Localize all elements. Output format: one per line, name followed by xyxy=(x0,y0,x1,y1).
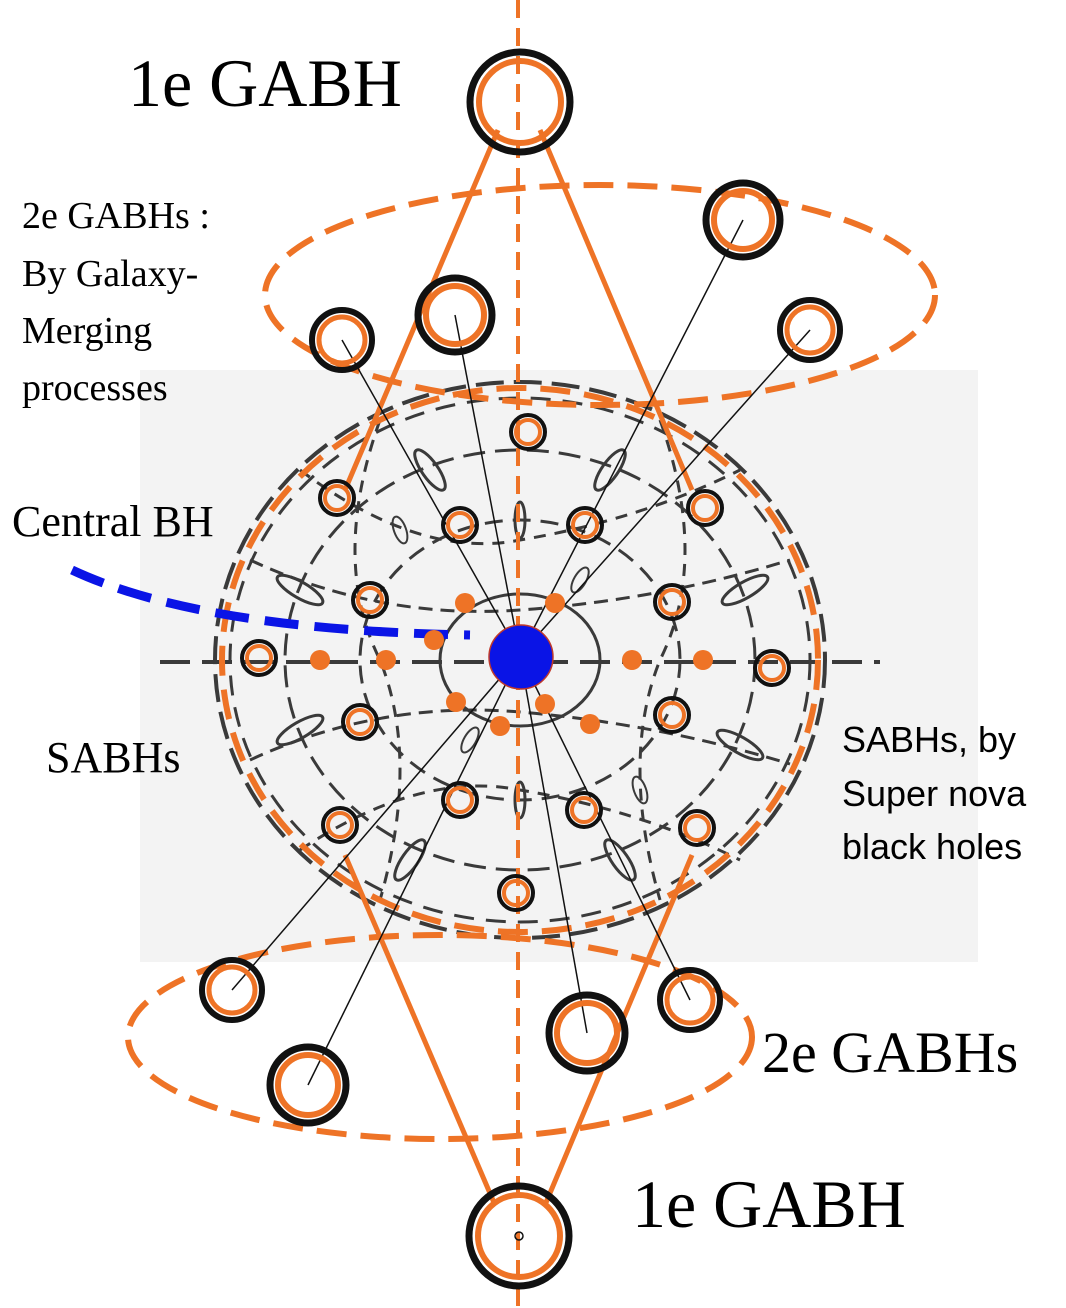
primary-gabhs xyxy=(465,48,574,1290)
sabh xyxy=(565,791,603,829)
sabh xyxy=(441,506,479,544)
sabhs-right-line-2: Super nova xyxy=(842,773,1027,814)
galaxy-sketch-panel xyxy=(140,370,978,962)
sabh xyxy=(321,806,359,844)
bottom-primary-label: 1e GABH xyxy=(632,1166,906,1242)
top-primary-label: 1e GABH xyxy=(128,45,402,121)
sabh xyxy=(497,874,535,912)
connector-lines xyxy=(231,219,811,1086)
sabh xyxy=(686,489,724,527)
upper-gabh-1 xyxy=(309,307,375,373)
upper-gabh-4 xyxy=(777,297,843,363)
galaxy-boundary-ellipse xyxy=(219,385,821,935)
secondary-gabhs xyxy=(199,179,843,1127)
sabh xyxy=(509,413,547,451)
central-black-hole xyxy=(488,624,554,690)
sabh xyxy=(753,649,791,687)
upper-secondary-line-4: processes xyxy=(22,367,168,409)
lower-gabh-4 xyxy=(657,967,723,1033)
lower-gabh-1 xyxy=(199,957,265,1023)
sabhs xyxy=(240,413,791,912)
lower-gabh-3 xyxy=(545,991,629,1075)
sabh xyxy=(318,479,356,517)
upper-gabh-3 xyxy=(702,179,784,261)
bottom-primary-gabh xyxy=(465,1182,573,1290)
top-primary-gabh xyxy=(466,48,574,156)
upper-secondary-ellipse xyxy=(262,182,938,408)
sabh xyxy=(678,809,716,847)
sabhs-right-line-1: SABHs, by xyxy=(842,719,1016,760)
upper-gabh-2 xyxy=(414,274,496,356)
sabh xyxy=(240,639,278,677)
central-bh-label: Central BH xyxy=(12,497,214,546)
sabhs-right-label: SABHs, by Super nova black holes xyxy=(842,719,1027,867)
lower-secondary-label: 2e GABHs xyxy=(762,1020,1018,1085)
sabhs-left-label: SABHs xyxy=(46,733,181,782)
upper-secondary-line-3: Merging xyxy=(22,310,152,352)
lower-secondary-ellipse xyxy=(125,932,755,1142)
sabh xyxy=(441,781,479,819)
sabh xyxy=(653,583,691,621)
sabh xyxy=(566,506,604,544)
inner-orange-dots xyxy=(310,593,713,736)
lower-gabh-2 xyxy=(266,1043,350,1127)
sabh xyxy=(351,581,389,619)
upper-secondary-line-2: By Galaxy- xyxy=(22,253,198,295)
upper-secondary-label: 2e GABHs : By Galaxy- Merging processes xyxy=(22,195,210,409)
upper-secondary-line-1: 2e GABHs : xyxy=(22,195,210,237)
sabh xyxy=(653,696,691,734)
central-bh-pointer xyxy=(70,565,471,640)
sabh xyxy=(341,703,379,741)
sabhs-right-line-3: black holes xyxy=(842,826,1022,867)
